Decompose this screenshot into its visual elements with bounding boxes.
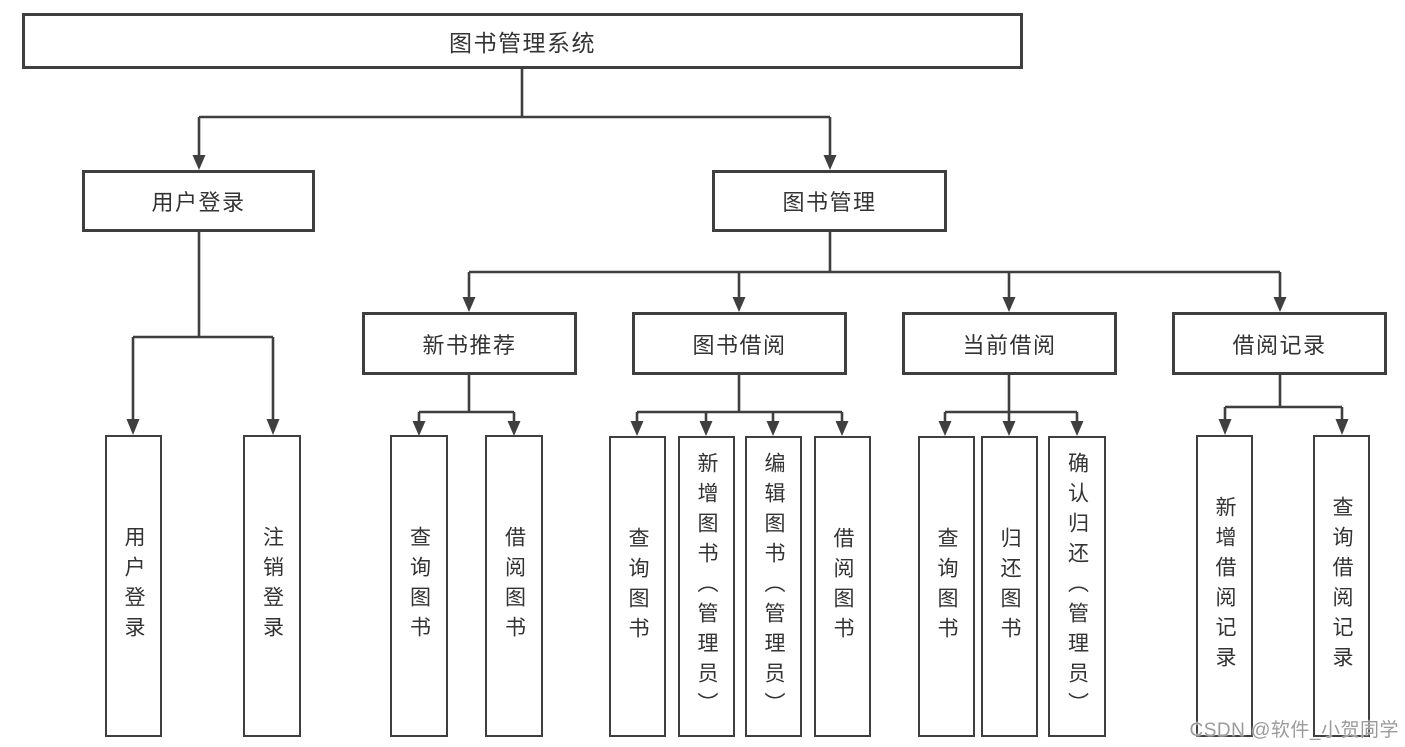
arrowhead-icon	[192, 155, 206, 170]
leaf-br-query-record: 查询借阅记录	[1313, 435, 1370, 737]
leaf-bb-add-books-admin: 新增图书（管理员）	[678, 436, 735, 737]
arrowhead-icon	[1218, 419, 1232, 435]
leaf-bb-query-books: 查询图书	[609, 436, 666, 737]
arrowhead-icon	[1273, 297, 1287, 312]
node-new-book-recommend: 新书推荐	[362, 312, 577, 375]
arrowhead-icon	[630, 421, 644, 436]
arrowhead-icon	[412, 421, 426, 436]
node-book-management: 图书管理	[712, 170, 947, 232]
leaf-cb-return-books: 归还图书	[981, 436, 1038, 737]
leaf-cb-confirm-return-admin: 确认归还（管理员）	[1048, 436, 1106, 737]
leaf-bb-edit-books-admin: 编辑图书（管理员）	[745, 436, 802, 737]
node-user-login: 用户登录	[82, 170, 315, 232]
leaf-logout-login: 注销登录	[243, 435, 301, 737]
arrowhead-icon	[835, 421, 849, 436]
arrowhead-icon	[462, 297, 476, 312]
arrowhead-icon	[823, 155, 837, 170]
leaf-nb-borrow-books: 借阅图书	[485, 435, 543, 737]
arrowhead-icon	[1335, 419, 1349, 435]
arrowhead-icon	[126, 419, 140, 435]
tree-edges	[131, 69, 1344, 423]
arrowhead-icon	[1002, 297, 1016, 312]
leaf-cb-query-books: 查询图书	[918, 436, 975, 737]
node-borrowing-records: 借阅记录	[1172, 312, 1387, 375]
leaf-bb-borrow-books: 借阅图书	[814, 436, 871, 737]
arrowhead-icon	[766, 421, 780, 436]
arrowhead-icon	[507, 421, 521, 436]
arrowhead-icon	[1070, 421, 1084, 436]
leaf-nb-query-books: 查询图书	[390, 435, 448, 737]
leaf-user-login: 用户登录	[105, 435, 162, 737]
arrowhead-icon	[938, 421, 952, 436]
arrowhead-icon	[1002, 421, 1016, 436]
arrowhead-icon	[732, 297, 746, 312]
node-library-management-system: 图书管理系统	[22, 13, 1023, 69]
node-book-borrowing: 图书借阅	[632, 312, 847, 375]
arrowhead-icon	[266, 419, 280, 435]
arrowhead-icon	[699, 421, 713, 436]
csdn-watermark: CSDN @软件_小贺同学	[1189, 720, 1399, 741]
node-current-borrowing: 当前借阅	[902, 312, 1117, 375]
leaf-br-add-record: 新增借阅记录	[1196, 435, 1253, 737]
